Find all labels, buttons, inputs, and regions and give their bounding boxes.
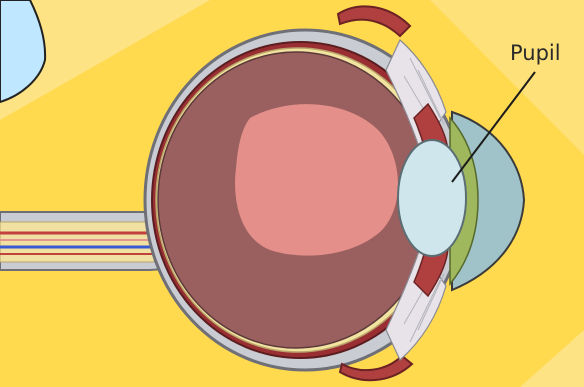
macula-highlight <box>235 104 398 255</box>
lens <box>398 140 466 256</box>
pupil-label: Pupil <box>510 41 561 65</box>
